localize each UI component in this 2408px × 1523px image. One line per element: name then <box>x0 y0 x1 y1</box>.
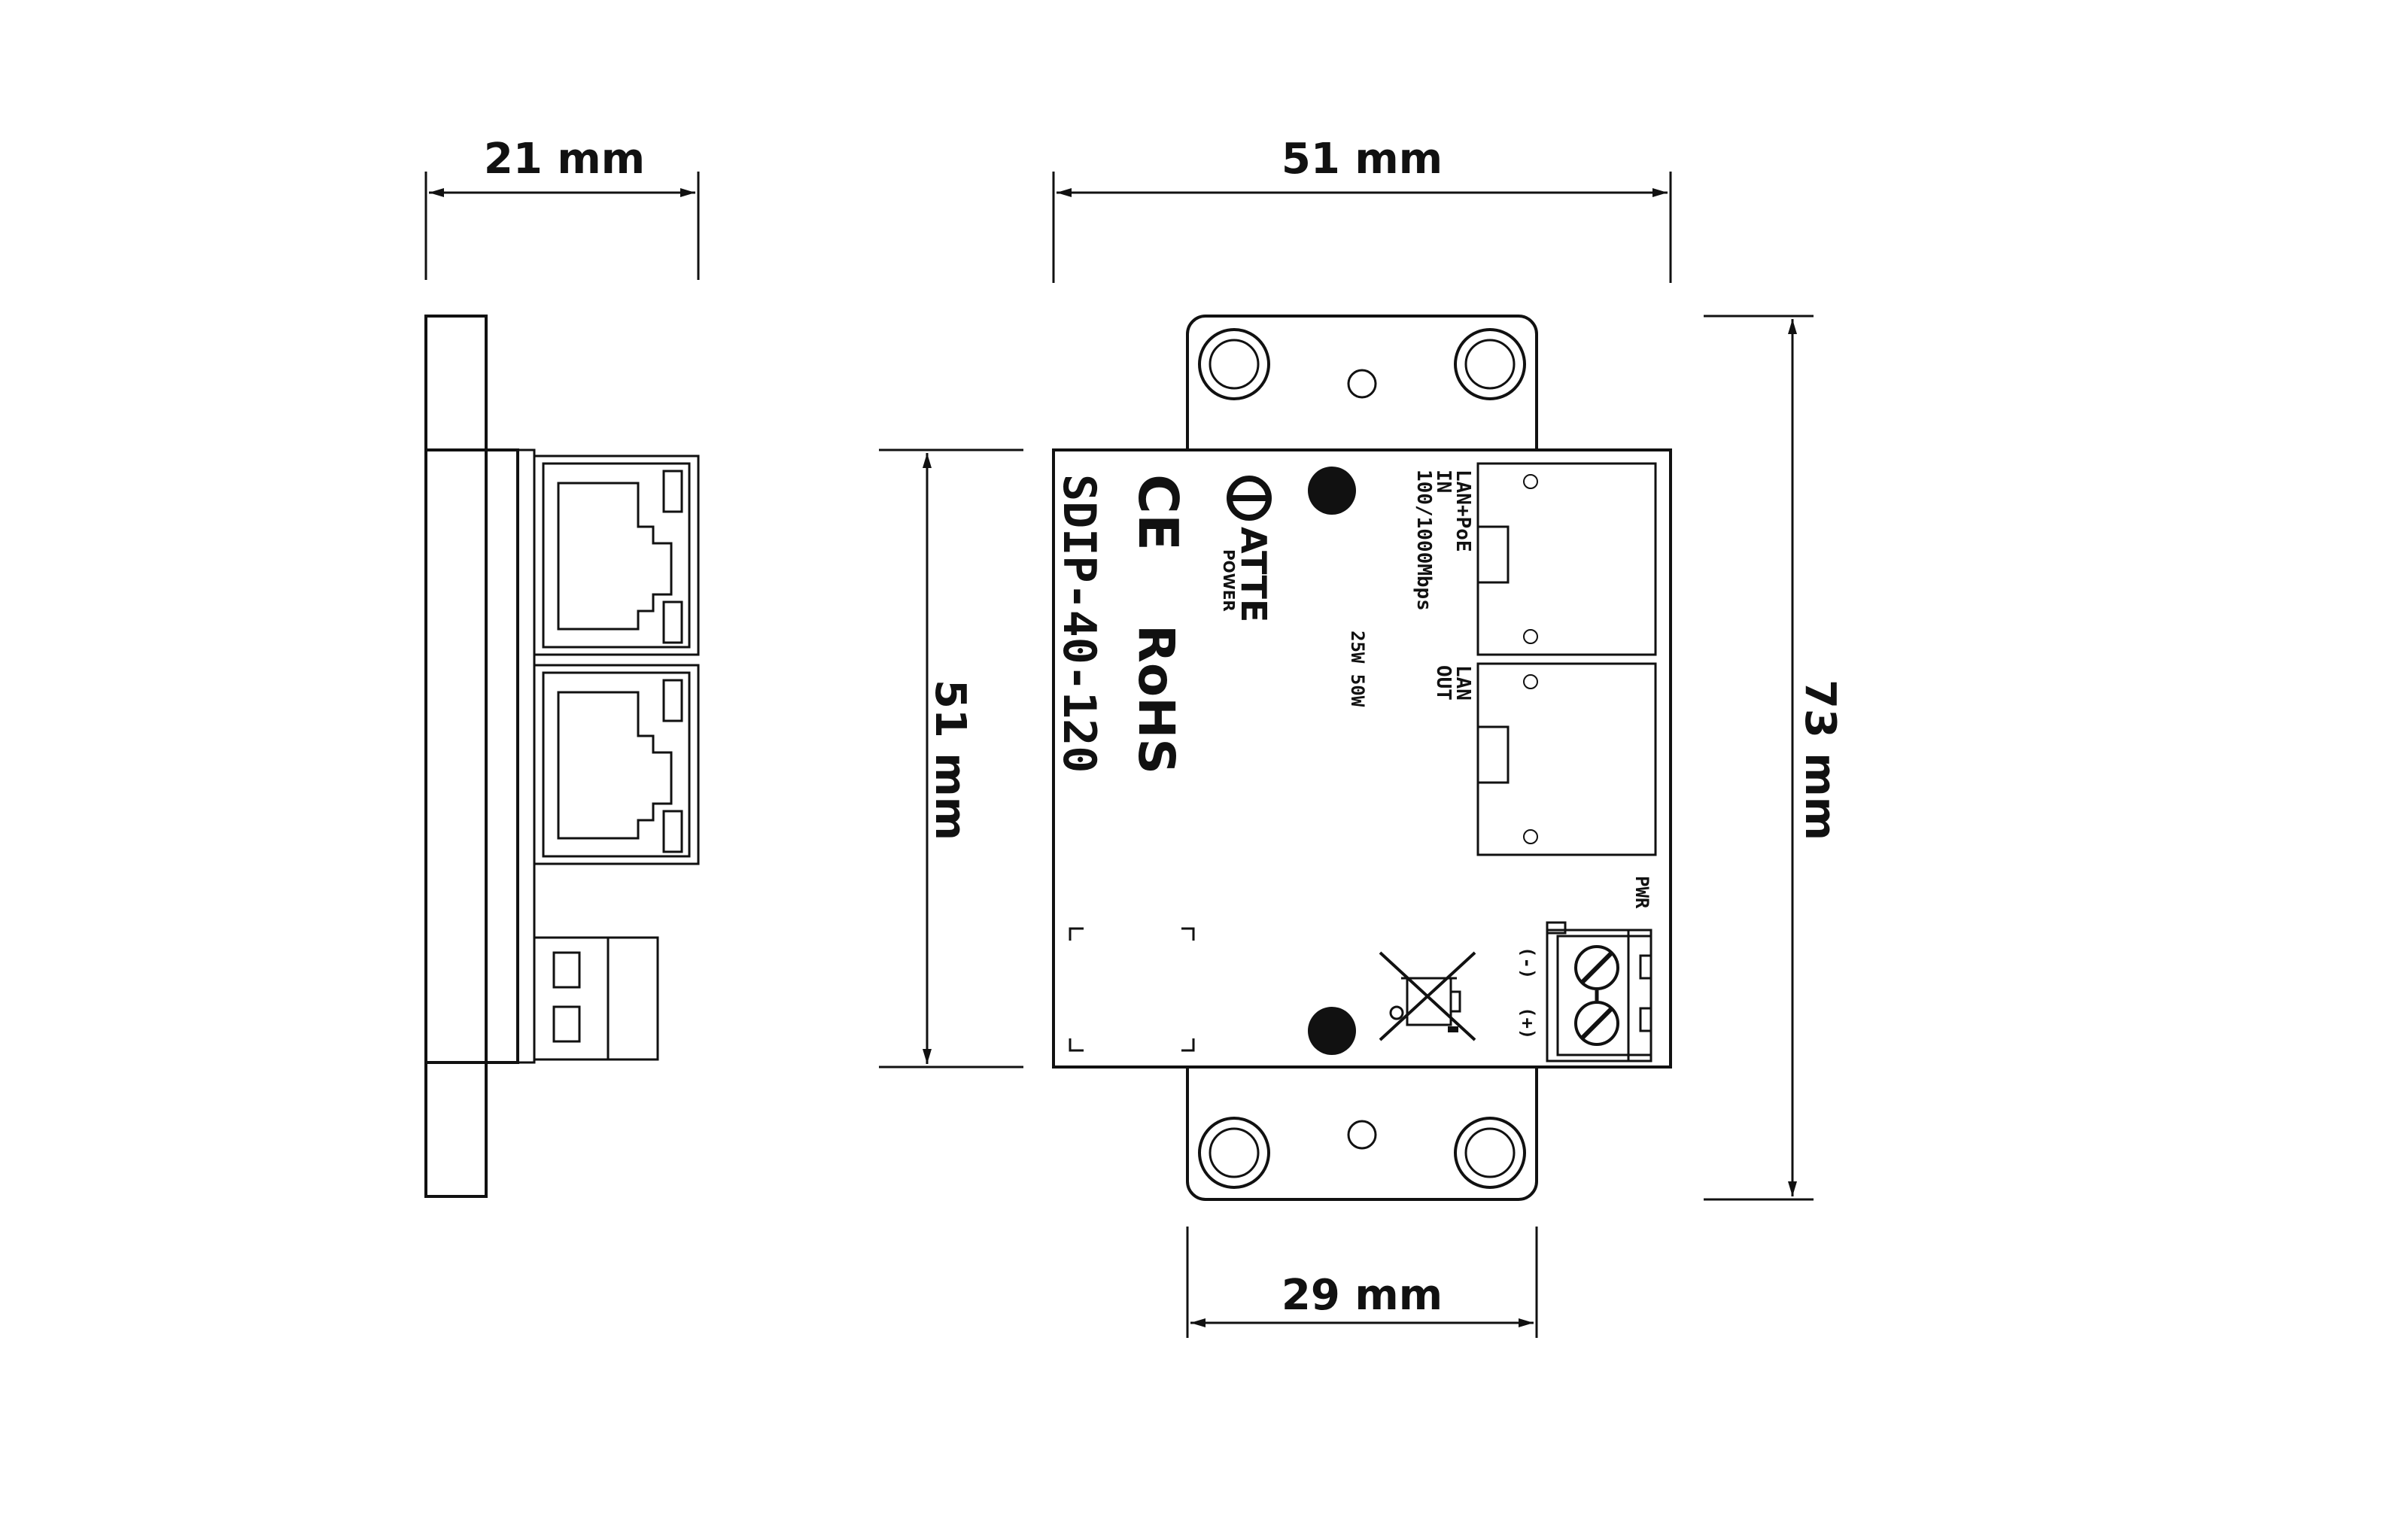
port-in-label-line2: IN <box>1432 470 1455 493</box>
total-height-label: 73 mm <box>1795 679 1844 841</box>
front-terminal-block <box>1546 921 1652 1062</box>
label-area-marks <box>1069 927 1195 1052</box>
weee-symbol-icon <box>1379 951 1476 1041</box>
indicator-dot-bottom <box>1308 1007 1356 1055</box>
brand-sub: POWER <box>1220 549 1238 612</box>
ce-mark: CE <box>1126 474 1190 551</box>
side-width-label: 21 mm <box>484 135 645 184</box>
side-rj45-bottom <box>533 664 700 865</box>
pwr-label: PWR <box>1631 876 1652 909</box>
port-out-label-line2: OUT <box>1432 665 1455 701</box>
side-bracket <box>424 315 488 1198</box>
front-view: 51 mm 51 mm 73 mm 29 mm <box>879 135 1844 1338</box>
port-out-label-line1: LAN <box>1452 665 1474 701</box>
port-in-label-line1: LAN+PoE <box>1452 470 1474 552</box>
terminal-minus-label: (-) <box>1517 947 1538 979</box>
brand-logo: ATTE POWER <box>1220 476 1274 622</box>
side-view: 21 mm <box>424 135 700 1198</box>
body-height-label: 51 mm <box>926 679 974 841</box>
side-rj45-top <box>533 454 700 656</box>
front-rj45-in <box>1476 462 1657 656</box>
indicator-dot-top <box>1308 467 1356 515</box>
top-mounting-holes <box>1198 328 1526 400</box>
terminal-plus-label: (+) <box>1517 1007 1538 1039</box>
model-label: SDIP-40-120 <box>1053 474 1105 773</box>
side-body <box>424 448 519 1064</box>
bottom-mounting-holes <box>1198 1117 1526 1189</box>
port-in-speed: 100/1000Mbps <box>1412 470 1435 611</box>
device-body <box>1052 448 1672 1069</box>
rohs-mark: RoHS <box>1127 625 1185 774</box>
brand-name: ATTE <box>1233 527 1274 622</box>
top-width-label: 51 mm <box>1282 135 1443 184</box>
side-terminal-block <box>533 936 659 1061</box>
front-rj45-out <box>1476 662 1657 856</box>
bracket-width-label: 29 mm <box>1282 1271 1443 1320</box>
power-rating: 25W 50W <box>1347 631 1368 707</box>
